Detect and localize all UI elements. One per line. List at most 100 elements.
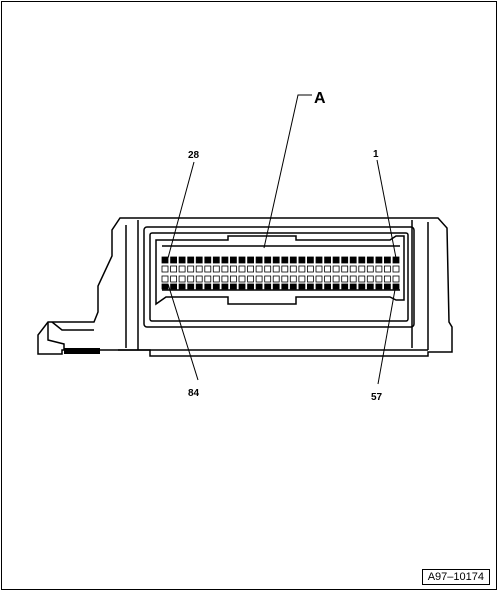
connector-pin bbox=[392, 265, 400, 273]
connector-pin bbox=[366, 256, 374, 264]
connector-pin bbox=[229, 265, 237, 273]
connector-pin bbox=[375, 275, 383, 283]
connector-pin bbox=[289, 283, 297, 290]
connector-pin bbox=[306, 256, 314, 264]
connector-pin bbox=[255, 265, 263, 273]
connector-pin bbox=[315, 283, 323, 290]
connector-pin bbox=[221, 275, 229, 283]
connector-pin bbox=[247, 275, 255, 283]
connector-pin bbox=[306, 265, 314, 273]
connector-pin bbox=[187, 265, 195, 273]
connector-pin bbox=[212, 256, 220, 264]
connector-pin bbox=[272, 275, 280, 283]
connector-pin bbox=[264, 275, 272, 283]
pin-label-57: 57 bbox=[371, 392, 383, 403]
connector-pin bbox=[298, 256, 306, 264]
connector-pin bbox=[195, 265, 203, 273]
connector-pin bbox=[341, 265, 349, 273]
component-label-a: A bbox=[314, 90, 326, 107]
connector-pin bbox=[289, 256, 297, 264]
connector-pin bbox=[178, 256, 186, 264]
connector-pin bbox=[349, 275, 357, 283]
connector-pin bbox=[324, 256, 332, 264]
connector-pin bbox=[212, 265, 220, 273]
connector-pin bbox=[255, 275, 263, 283]
connector-pin bbox=[187, 256, 195, 264]
connector-pin bbox=[341, 283, 349, 290]
connector-pin bbox=[272, 265, 280, 273]
connector-pin bbox=[392, 275, 400, 283]
connector-shell bbox=[143, 226, 415, 328]
connector-pin bbox=[187, 283, 195, 290]
connector-pin bbox=[332, 256, 340, 264]
connector-pin bbox=[229, 283, 237, 290]
connector-pin bbox=[375, 256, 383, 264]
connector-pin bbox=[366, 283, 374, 290]
connector-pin bbox=[358, 275, 366, 283]
connector-pin bbox=[383, 283, 391, 290]
connector-pin bbox=[281, 275, 289, 283]
connector-pin bbox=[195, 256, 203, 264]
connector-pin bbox=[204, 256, 212, 264]
connector-pin bbox=[332, 283, 340, 290]
connector-pin bbox=[298, 283, 306, 290]
connector-pin bbox=[341, 256, 349, 264]
connector-pin bbox=[229, 275, 237, 283]
connector-pin bbox=[170, 256, 178, 264]
leader-line-28 bbox=[167, 161, 195, 259]
pin-label-84: 84 bbox=[188, 388, 200, 399]
leader-line-57 bbox=[377, 283, 397, 385]
connector-pin bbox=[221, 283, 229, 290]
connector-pin bbox=[366, 275, 374, 283]
connector-pin bbox=[366, 265, 374, 273]
connector-pin bbox=[306, 283, 314, 290]
connector-pin bbox=[358, 283, 366, 290]
connector-pin bbox=[358, 265, 366, 273]
connector-pin bbox=[375, 265, 383, 273]
connector-pin bbox=[170, 265, 178, 273]
connector-pin bbox=[289, 275, 297, 283]
connector-pin bbox=[324, 265, 332, 273]
connector-pin bbox=[324, 275, 332, 283]
connector-pin bbox=[315, 256, 323, 264]
connector-pin bbox=[281, 256, 289, 264]
connector-pin bbox=[204, 283, 212, 290]
connector-pin bbox=[204, 265, 212, 273]
connector-pin bbox=[221, 256, 229, 264]
leader-line-1 bbox=[376, 159, 397, 259]
connector-pin bbox=[324, 283, 332, 290]
pin-array bbox=[161, 256, 400, 290]
connector-pin bbox=[221, 265, 229, 273]
mounting-foot bbox=[64, 348, 100, 354]
connector-pin bbox=[238, 265, 246, 273]
connector-pin bbox=[255, 283, 263, 290]
figure-id-box: A97–10174 bbox=[421, 569, 490, 585]
connector-pin bbox=[170, 283, 178, 290]
connector-pin bbox=[315, 275, 323, 283]
connector-pin bbox=[272, 283, 280, 290]
connector-pin bbox=[247, 256, 255, 264]
pin-label-1: 1 bbox=[373, 149, 379, 160]
connector-pin bbox=[264, 265, 272, 273]
connector-pin bbox=[229, 256, 237, 264]
connector-pin bbox=[178, 265, 186, 273]
connector-pin bbox=[187, 275, 195, 283]
connector-pin bbox=[161, 283, 169, 290]
connector-pin bbox=[315, 265, 323, 273]
connector-pin bbox=[178, 283, 186, 290]
connector-pin bbox=[383, 256, 391, 264]
connector-pin bbox=[272, 256, 280, 264]
connector-pin bbox=[281, 283, 289, 290]
connector-pin bbox=[349, 256, 357, 264]
connector-pin bbox=[247, 265, 255, 273]
connector-pin bbox=[289, 265, 297, 273]
connector-pin bbox=[383, 275, 391, 283]
pin-label-28: 28 bbox=[188, 150, 200, 161]
leader-line-a bbox=[263, 94, 312, 249]
connector-pin bbox=[375, 283, 383, 290]
connector-pin bbox=[306, 275, 314, 283]
connector-pin bbox=[332, 265, 340, 273]
connector-pin bbox=[161, 265, 169, 273]
